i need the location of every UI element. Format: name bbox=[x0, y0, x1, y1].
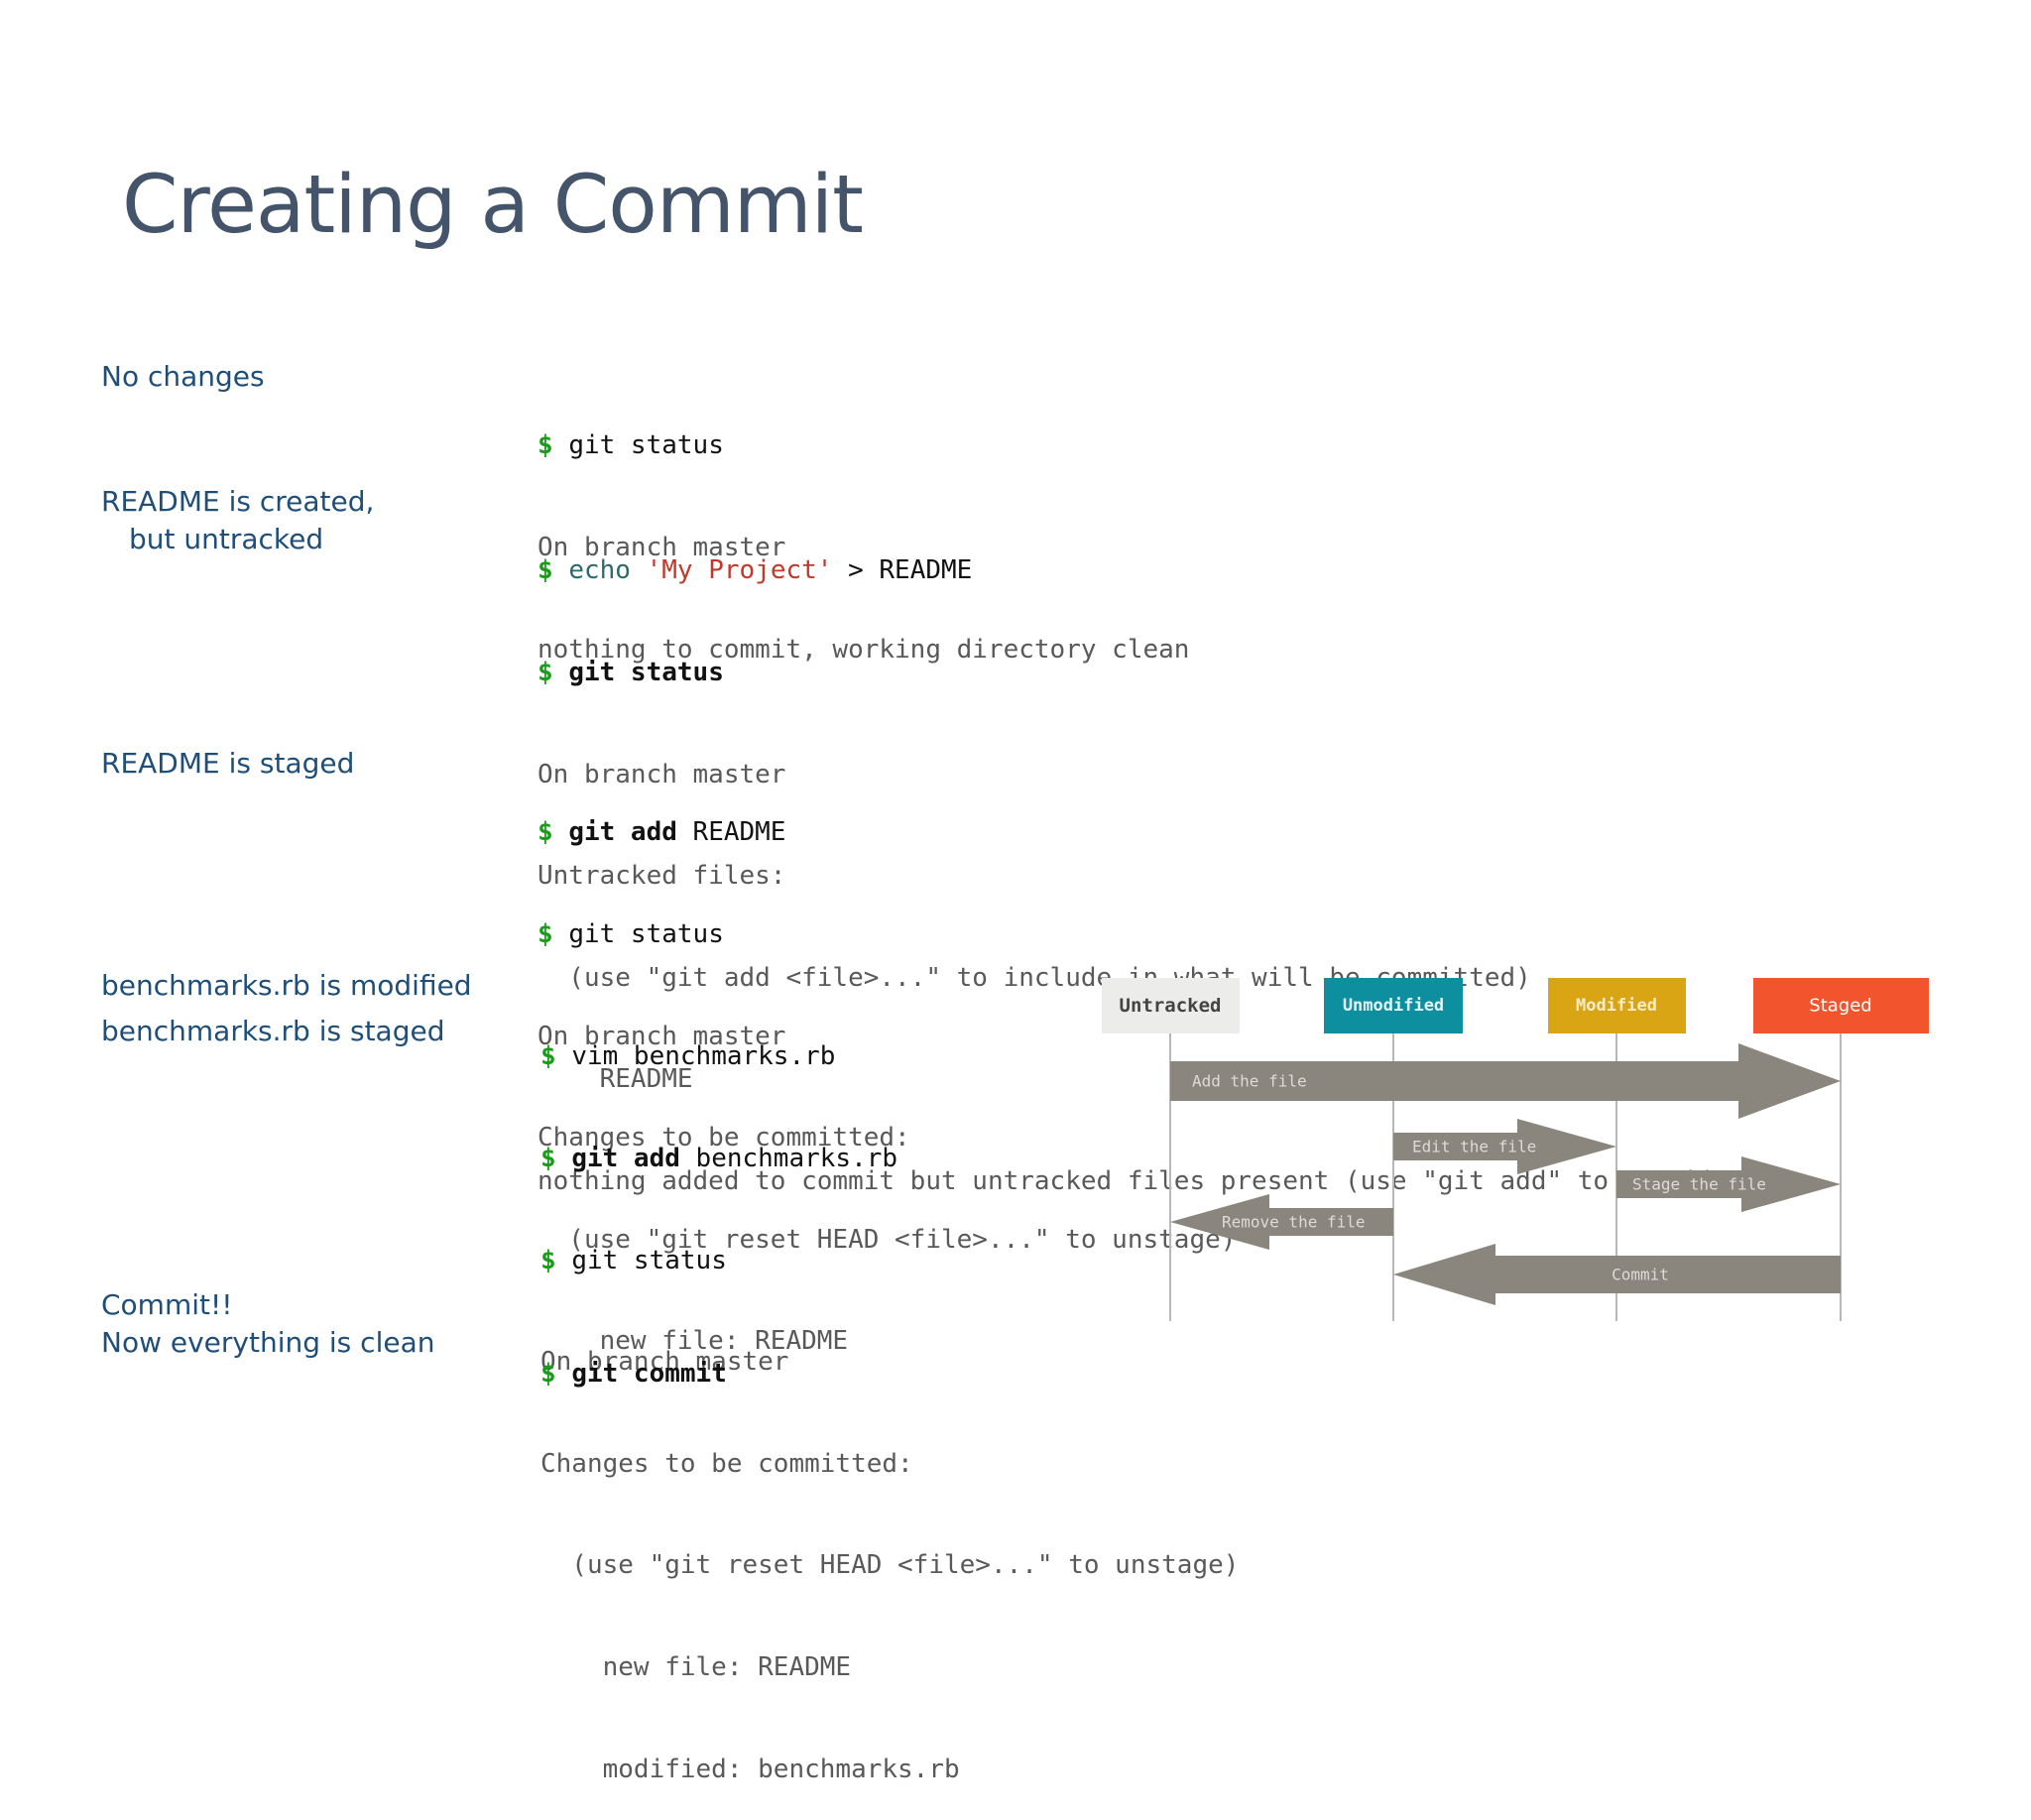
prompt-symbol: $ bbox=[538, 919, 553, 950]
prompt-symbol: $ bbox=[538, 430, 553, 461]
prompt-symbol: $ bbox=[540, 1041, 556, 1072]
output-line: new file: README bbox=[538, 1326, 849, 1357]
state-modified-label: Modified bbox=[1576, 996, 1657, 1016]
command-text: git add bbox=[571, 1144, 680, 1174]
command-arg: benchmarks.rb bbox=[679, 1144, 898, 1174]
code-line: $ echo 'My Project' > README bbox=[538, 553, 1718, 587]
output-line: nothing added to commit but untracked fi… bbox=[538, 1166, 1718, 1197]
file-lifecycle-diagram: Untracked Unmodified Modified Staged Add… bbox=[1102, 978, 1929, 1321]
label-bench-staged: benchmarks.rb is staged bbox=[101, 1015, 445, 1047]
code-block-git-status-clean: $ git status On branch master nothing to… bbox=[538, 361, 1189, 700]
output-line: Untracked files: bbox=[538, 861, 786, 892]
output-line: On branch master bbox=[538, 1021, 786, 1051]
prompt-symbol: $ bbox=[538, 817, 553, 848]
label-readme-created-line-2: but untracked bbox=[129, 523, 324, 555]
echo-command: echo bbox=[568, 555, 631, 586]
state-staged-label: Staged bbox=[1809, 996, 1871, 1017]
output-line: On branch master bbox=[538, 533, 786, 563]
code-line: $ git status bbox=[538, 428, 1189, 462]
output-line: nothing to commit, working directory cle… bbox=[538, 634, 1190, 665]
label-readme-staged: README is staged bbox=[101, 747, 355, 780]
arrow-remove-the-file bbox=[1170, 1194, 1393, 1250]
prompt-symbol: $ bbox=[538, 555, 553, 586]
output-line: README bbox=[538, 1064, 693, 1095]
code-line: $ git status bbox=[538, 917, 1236, 951]
prompt-symbol: $ bbox=[540, 1359, 556, 1390]
code-block-readme-created: $ echo 'My Project' > README $ git statu… bbox=[538, 486, 1718, 1232]
code-line: $ git commit bbox=[540, 1357, 727, 1391]
arrow-add-the-file bbox=[1170, 1043, 1841, 1119]
output-line: (use "git reset HEAD <file>..." to unsta… bbox=[538, 1224, 1237, 1255]
label-commit-line-2: Now everything is clean bbox=[101, 1326, 435, 1359]
command-text: git status bbox=[568, 658, 724, 688]
command-text: git status bbox=[568, 919, 724, 950]
state-staged-box bbox=[1753, 978, 1929, 1033]
command-text: git status bbox=[571, 1245, 727, 1275]
slide-title: Creating a Commit bbox=[122, 159, 864, 252]
arrow-stage-label: Stage the file bbox=[1632, 1175, 1766, 1194]
code-block-readme-staged: $ git add README $ git status On branch … bbox=[538, 748, 1236, 1393]
arrow-edit-label: Edit the file bbox=[1412, 1138, 1536, 1156]
state-unmodified-box bbox=[1324, 978, 1463, 1033]
label-commit-line-1: Commit!! bbox=[101, 1288, 233, 1321]
output-line: Changes to be committed: bbox=[538, 1123, 910, 1153]
arrow-edit-the-file bbox=[1393, 1119, 1616, 1174]
label-no-changes: No changes bbox=[101, 360, 265, 393]
prompt-symbol: $ bbox=[538, 658, 553, 688]
string-literal: 'My Project' bbox=[646, 555, 833, 586]
code-line: $ git add benchmarks.rb bbox=[540, 1142, 1641, 1175]
output-line: On branch master bbox=[540, 1347, 789, 1378]
label-commit: Commit!! Now everything is clean bbox=[101, 1286, 434, 1362]
output-line: (use "git reset HEAD <file>..." to unsta… bbox=[540, 1550, 1240, 1581]
arrow-stage-the-file bbox=[1616, 1156, 1841, 1212]
state-unmodified-label: Unmodified bbox=[1343, 996, 1444, 1016]
command-text: git commit bbox=[571, 1359, 727, 1390]
output-line: modified: benchmarks.rb bbox=[540, 1754, 960, 1784]
output-line: On branch master bbox=[538, 759, 786, 789]
code-line: $ vim benchmarks.rb bbox=[540, 1039, 1641, 1073]
code-line: $ git add README bbox=[538, 815, 1236, 849]
code-line: $ git status bbox=[540, 1244, 1641, 1277]
command-arg: README bbox=[676, 817, 786, 848]
arrow-commit bbox=[1393, 1244, 1841, 1305]
state-untracked-label: Untracked bbox=[1120, 995, 1222, 1017]
prompt-symbol: $ bbox=[540, 1245, 556, 1275]
output-line: Changes to be committed: bbox=[540, 1448, 913, 1479]
prompt-symbol: $ bbox=[540, 1144, 556, 1174]
code-block-commit: $ git commit bbox=[540, 1289, 727, 1425]
command-text: vim benchmarks.rb bbox=[571, 1041, 836, 1072]
command-text: git add bbox=[568, 817, 677, 848]
command-text: git status bbox=[568, 430, 724, 461]
code-line: $ git status bbox=[538, 656, 1718, 689]
output-line: new file: README bbox=[540, 1652, 852, 1683]
state-untracked-box bbox=[1102, 978, 1240, 1033]
label-bench-modified: benchmarks.rb is modified bbox=[101, 969, 472, 1002]
arrow-remove-label: Remove the file bbox=[1222, 1213, 1366, 1232]
label-readme-created: README is created, but untracked bbox=[101, 483, 374, 558]
redirect-text: > README bbox=[832, 555, 973, 586]
state-modified-box bbox=[1548, 978, 1686, 1033]
arrow-commit-label: Commit bbox=[1612, 1266, 1669, 1284]
arrow-add-label: Add the file bbox=[1192, 1072, 1307, 1091]
label-readme-created-line-1: README is created, bbox=[101, 485, 375, 518]
